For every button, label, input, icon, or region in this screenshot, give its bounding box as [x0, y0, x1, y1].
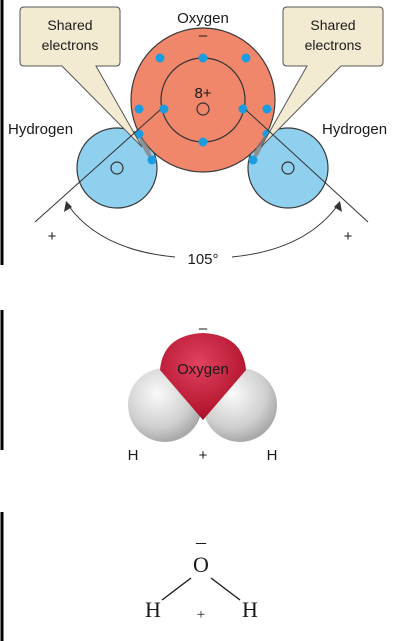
bond-angle-arc	[34, 109, 369, 258]
electron-dot	[155, 53, 165, 63]
callout-right-line2: electrons	[305, 37, 362, 53]
hydrogen-nucleus-right	[281, 161, 295, 175]
callout-shared-electrons-left: Shared electrons	[19, 6, 143, 148]
electron-dot	[134, 129, 144, 139]
electron-dot	[147, 155, 157, 165]
electron-dot	[198, 137, 208, 147]
oxygen-outer-shell	[130, 27, 276, 173]
callout-shared-electrons-right: Shared electrons	[260, 6, 384, 148]
nucleus-charge-label: 8+	[194, 85, 211, 102]
overlap-region-left	[138, 134, 152, 162]
electron-dot	[238, 104, 248, 114]
hydrogen-atom-right	[247, 127, 329, 209]
electron-dot	[262, 104, 272, 114]
electron-dot	[198, 53, 208, 63]
electron-dot	[241, 53, 251, 63]
callout-left-line2: electrons	[42, 37, 99, 53]
panel-structural-formula: – O H H +	[0, 512, 258, 641]
plus-charge-3d: +	[199, 447, 208, 464]
hydrogen-label-right: Hydrogen	[322, 121, 387, 138]
bond-angle-label: 105°	[187, 251, 218, 268]
oxygen-charge-3d: –	[199, 320, 208, 337]
arrowhead-right	[334, 201, 342, 212]
hydrogen-atom-left	[76, 127, 158, 209]
electrons	[134, 53, 272, 165]
oxygen-label-3d: Oxygen	[177, 361, 229, 378]
h-label-right-3d: H	[267, 447, 278, 464]
oxygen-charge: –	[199, 27, 208, 44]
oxygen-nucleus	[196, 102, 210, 116]
panel-electron-shell-model: Shared electrons Shared electrons Oxygen…	[0, 0, 387, 268]
plus-charge-left: +	[48, 228, 57, 245]
bond-line-left	[161, 577, 192, 601]
h-label-left-3d: H	[128, 447, 139, 464]
oxygen-sphere	[160, 333, 246, 420]
h-symbol-left-formula: H	[145, 597, 161, 622]
o-charge-formula: –	[195, 531, 207, 553]
electron-dot	[159, 104, 169, 114]
hydrogen-nucleus-left	[110, 161, 124, 175]
h-symbol-right-formula: H	[242, 597, 258, 622]
arrowhead-left	[64, 201, 72, 212]
electron-dot	[248, 155, 258, 165]
bond-line-right	[210, 577, 241, 601]
callout-left-line1: Shared	[47, 17, 92, 33]
plus-charge-formula: +	[197, 607, 205, 623]
electron-dot	[134, 104, 144, 114]
o-symbol-formula: O	[193, 552, 209, 577]
panel-space-filling-model: – Oxygen H + H	[0, 310, 278, 464]
overlap-region-right	[253, 134, 267, 162]
oxygen-label: Oxygen	[177, 10, 229, 27]
plus-charge-right: +	[344, 228, 353, 245]
callout-right-line1: Shared	[310, 17, 355, 33]
hydrogen-label-left: Hydrogen	[8, 121, 73, 138]
